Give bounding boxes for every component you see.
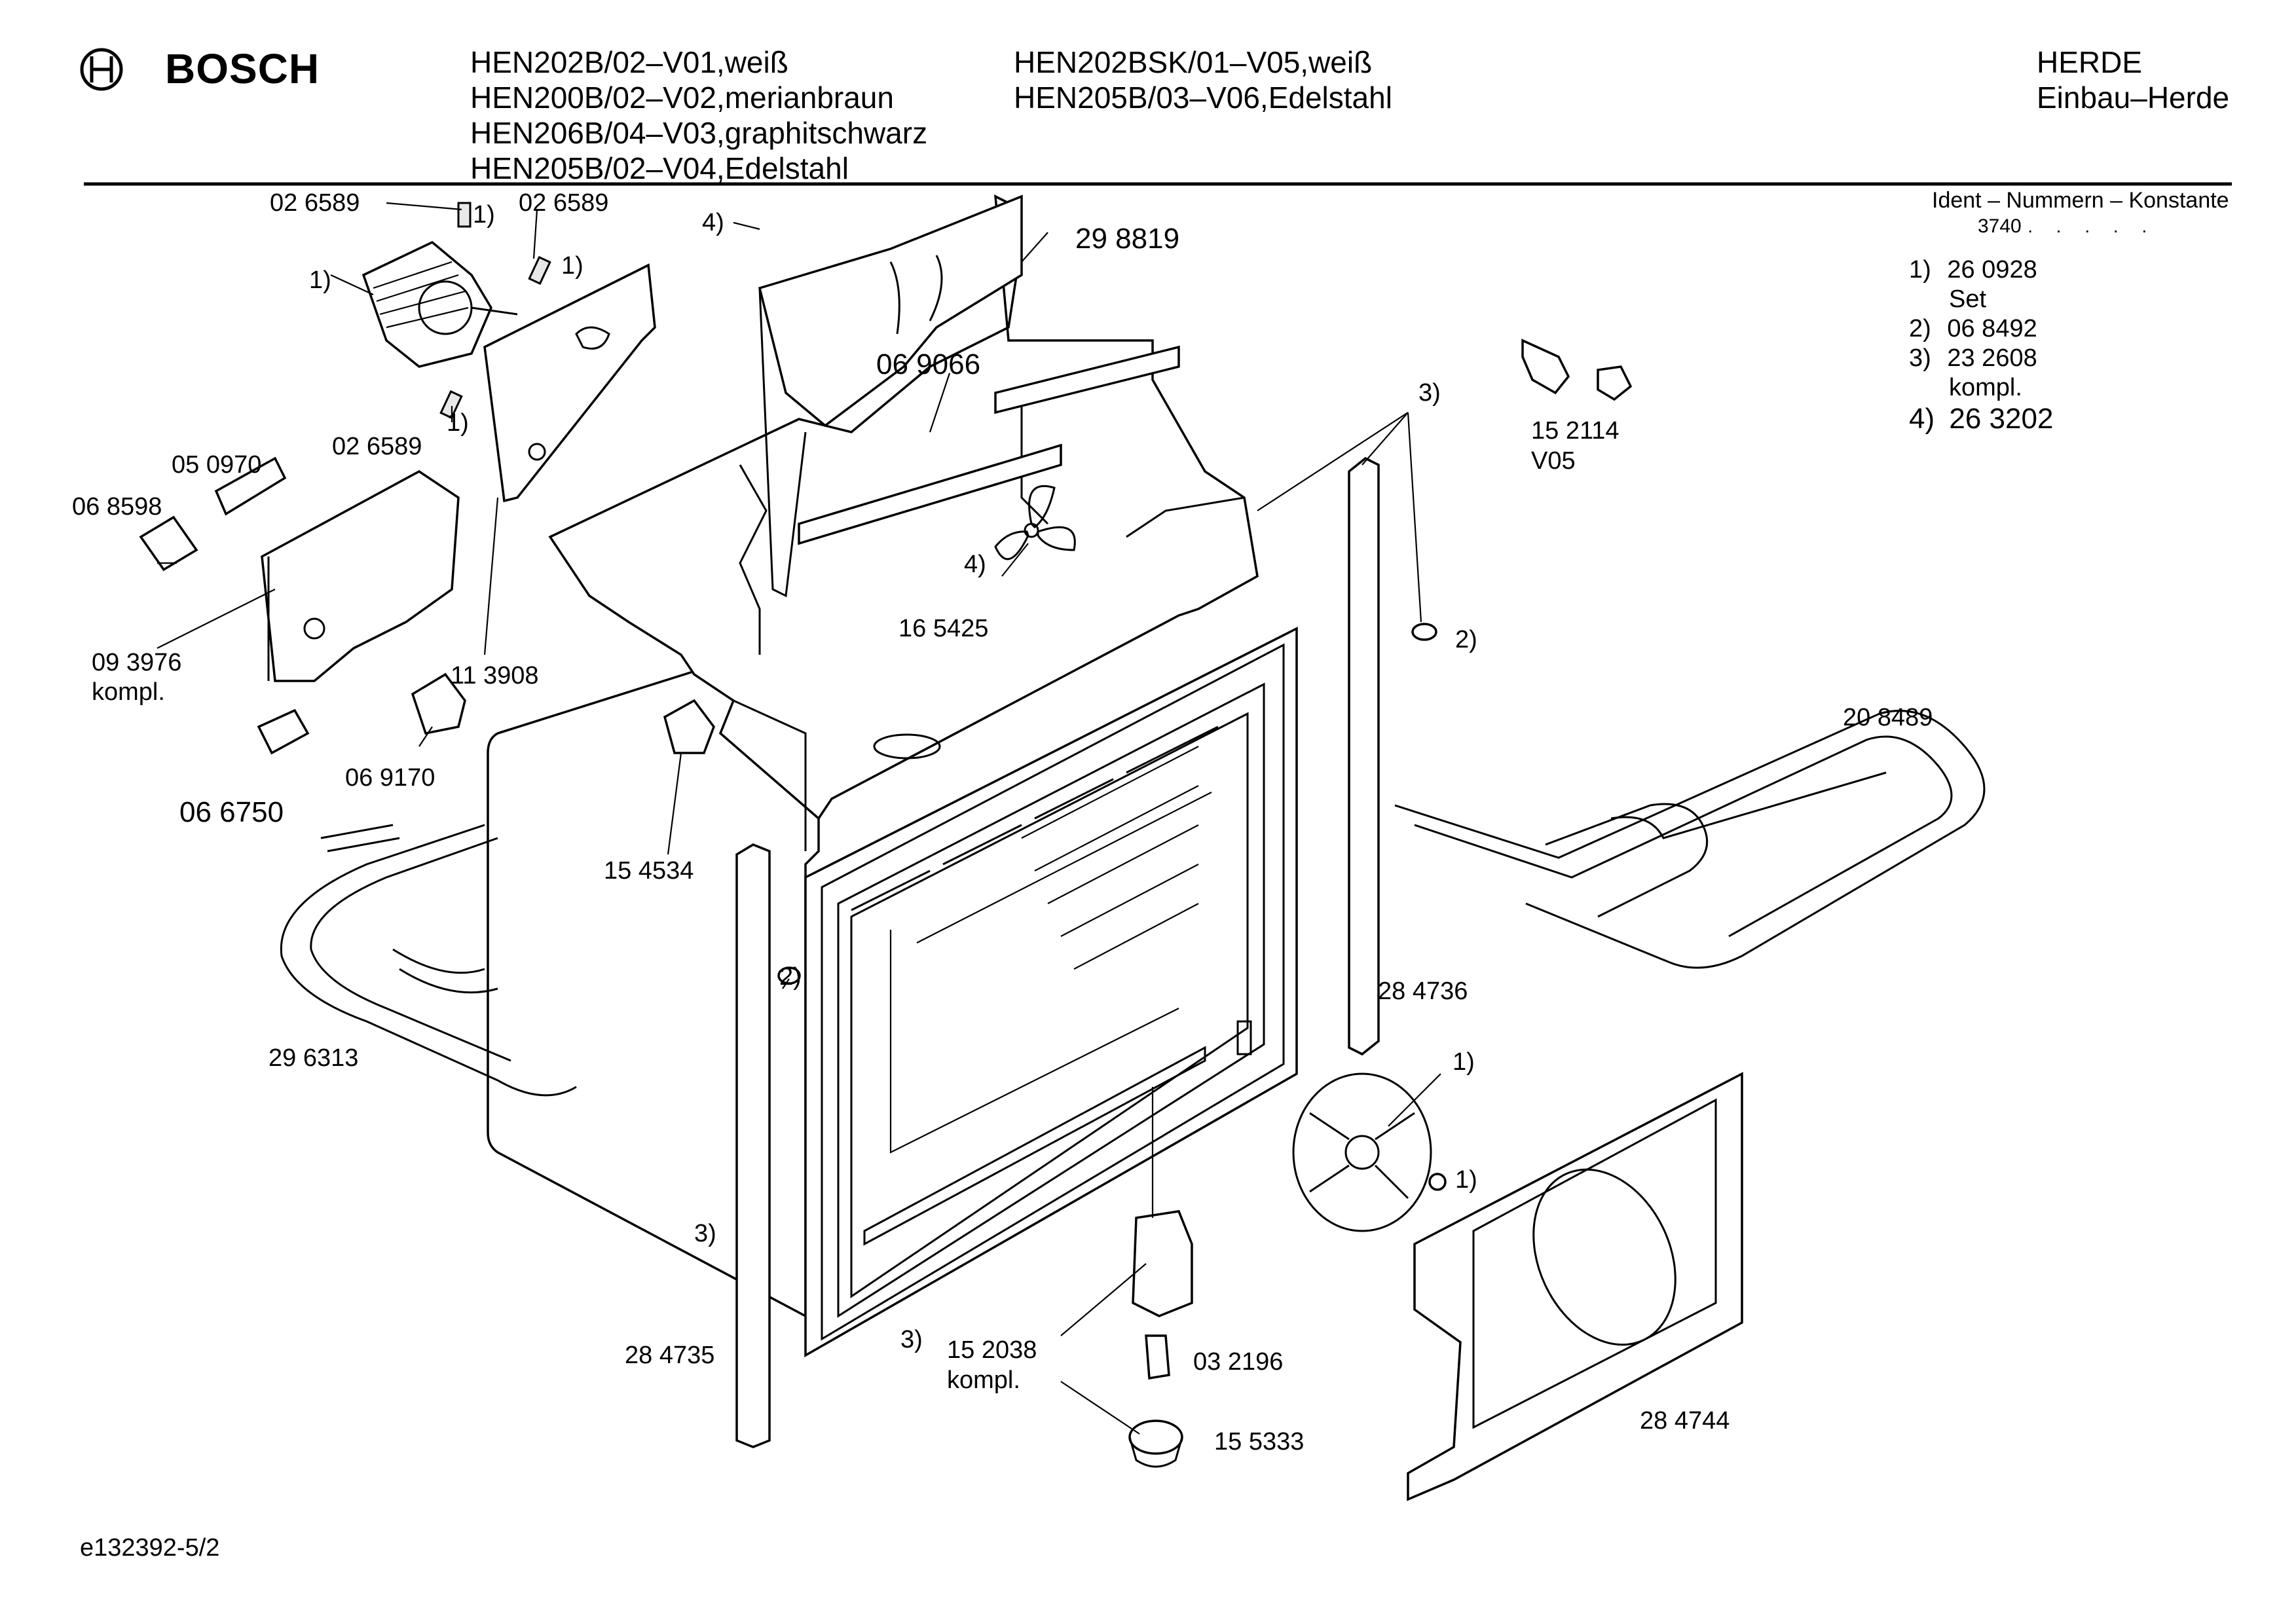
part-label: 02 6589 <box>332 433 422 460</box>
model-list-1: HEN202B/02–V01,weiß HEN200B/02–V02,meria… <box>470 45 927 186</box>
model-line: HEN205B/02–V04,Edelstahl <box>470 151 849 185</box>
oven-front-frame-shape <box>804 627 1298 1358</box>
model-line: HEN206B/04–V03,graphitschwarz <box>470 116 928 150</box>
part-label: 16 5425 <box>898 615 989 642</box>
part-ref: 1) <box>473 201 495 229</box>
part-label: 29 8819 <box>1075 223 1180 255</box>
part-label: 03 2196 <box>1193 1348 1284 1376</box>
part-ref: 4) <box>702 209 724 236</box>
ident-title: Ident – Nummern – Konstante <box>1932 188 2229 213</box>
seal-strip-shape <box>798 345 1180 545</box>
terminal-block-icon <box>139 456 310 755</box>
part-label: 02 6589 <box>519 189 609 217</box>
part-ref: 1) <box>447 409 469 437</box>
part-label: 15 2038 <box>947 1336 1037 1364</box>
model-line: HEN205B/03–V06,Edelstahl <box>1014 81 1392 115</box>
hinge-bracket-icon <box>1521 339 1633 401</box>
bosch-logo-icon <box>80 48 123 91</box>
part-label: 11 3908 <box>451 662 539 689</box>
part-label: 09 3976 <box>92 649 182 676</box>
part-label: 20 8489 <box>1843 704 1933 731</box>
model-line: HEN202BSK/01–V05,weiß <box>1014 45 1373 79</box>
part-label: 05 0970 <box>172 451 262 479</box>
legend-note: Set <box>1949 285 1987 313</box>
legend-key: 4) <box>1909 403 1935 435</box>
drawing-id: e132392-5/2 <box>80 1534 220 1562</box>
grill-element-shape <box>1394 710 1986 969</box>
part-ref: 1) <box>1455 1166 1477 1194</box>
part-label: 15 4534 <box>604 857 694 885</box>
part-label: 06 9066 <box>876 348 981 380</box>
legend-key: 1) <box>1909 256 1931 284</box>
part-label: 06 6750 <box>179 796 284 828</box>
brand-name: BOSCH <box>165 45 320 92</box>
oven-lamp-icon <box>1128 1210 1193 1468</box>
air-duct-shape <box>758 194 1023 598</box>
rear-panel-shape <box>1407 1072 1743 1501</box>
thermostat-icon <box>411 672 715 754</box>
category-heading: HERDE Einbau–Herde <box>2037 45 2229 115</box>
ident-dots: . . . . . <box>2028 216 2157 236</box>
model-line: HEN200B/02–V02,merianbraun <box>470 81 894 115</box>
part-ref: 3) <box>694 1220 716 1247</box>
part-ref: 2) <box>779 963 802 991</box>
part-ref: 1) <box>561 252 583 280</box>
part-label: 28 4736 <box>1378 978 1468 1005</box>
part-ref: 1) <box>309 266 331 294</box>
part-ref: 4) <box>964 551 986 578</box>
part-label: V05 <box>1531 447 1576 475</box>
control-bracket-shape <box>261 469 460 682</box>
part-label: 28 4735 <box>625 1342 715 1369</box>
model-line: HEN202B/02–V01,weiß <box>470 45 788 79</box>
ident-constant: 3740 . . . . . <box>1978 212 2156 240</box>
legend-number: 26 3202 <box>1949 403 2054 435</box>
legend-number: 23 2608 <box>1947 344 2037 372</box>
legend-key: 3) <box>1909 344 1931 372</box>
part-note: kompl. <box>92 678 165 706</box>
side-rail-shape <box>735 456 1380 1448</box>
legend-row: 4) 26 3202 <box>1909 403 2053 435</box>
part-ref: 3) <box>900 1326 923 1353</box>
legend-key: 2) <box>1909 315 1931 342</box>
part-label: 06 9170 <box>345 764 435 792</box>
part-ref: 3) <box>1418 379 1441 407</box>
rear-bracket-shape <box>483 263 656 503</box>
part-ref: 1) <box>1453 1048 1475 1076</box>
motor-icon <box>361 240 518 368</box>
legend-number: 26 0928 <box>1947 256 2037 284</box>
rear-fan-icon <box>1292 1072 1447 1232</box>
ident-constant-value: 3740 <box>1978 215 2022 237</box>
part-label: 06 8598 <box>72 493 162 521</box>
fan-blade-icon <box>994 485 1076 560</box>
legend-number: 06 8492 <box>1947 315 2037 342</box>
part-note: kompl. <box>947 1366 1020 1394</box>
category-line-2: Einbau–Herde <box>2037 81 2230 115</box>
legend-row: 3) 23 2608 <box>1909 344 2037 373</box>
part-label: 29 6313 <box>268 1044 359 1072</box>
cap-icon <box>1411 623 1437 641</box>
part-ref: 2) <box>1455 626 1477 653</box>
legend-row: 1) 26 0928 <box>1909 255 2037 284</box>
part-label: 15 5333 <box>1214 1428 1305 1456</box>
lower-heating-element-shape <box>280 824 577 1097</box>
category-line-1: HERDE <box>2037 45 2143 79</box>
legend-row: 2) 06 8492 <box>1909 314 2037 343</box>
leader-lines <box>157 202 1441 1435</box>
part-label: 28 4744 <box>1640 1407 1730 1435</box>
part-label: 02 6589 <box>270 189 360 217</box>
legend-note: kompl. <box>1949 374 2022 401</box>
part-label: 15 2114 <box>1531 417 1620 445</box>
cap-icon-2 <box>777 966 801 985</box>
model-list-2: HEN202BSK/01–V05,weiß HEN205B/03–V06,Ede… <box>1014 45 1392 115</box>
